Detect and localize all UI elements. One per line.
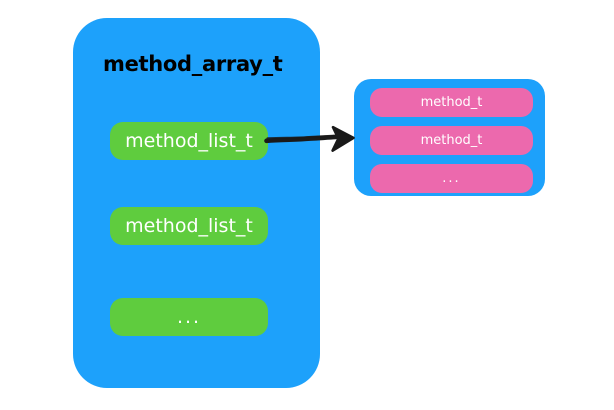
method-list-slot-0[interactable]: method_list_t [110, 122, 268, 160]
method-slot-ellipsis[interactable]: ... [370, 164, 533, 193]
method-slot-1[interactable]: method_t [370, 126, 533, 155]
method-slot-0[interactable]: method_t [370, 88, 533, 117]
method-array-container[interactable]: method_array_t method_list_t method_list… [73, 18, 320, 388]
method-list-container[interactable]: method_t method_t ... [354, 79, 545, 196]
method-list-slot-ellipsis[interactable]: ... [110, 298, 268, 336]
method-list-slot-1[interactable]: method_list_t [110, 207, 268, 245]
method-array-title: method_array_t [103, 52, 283, 76]
